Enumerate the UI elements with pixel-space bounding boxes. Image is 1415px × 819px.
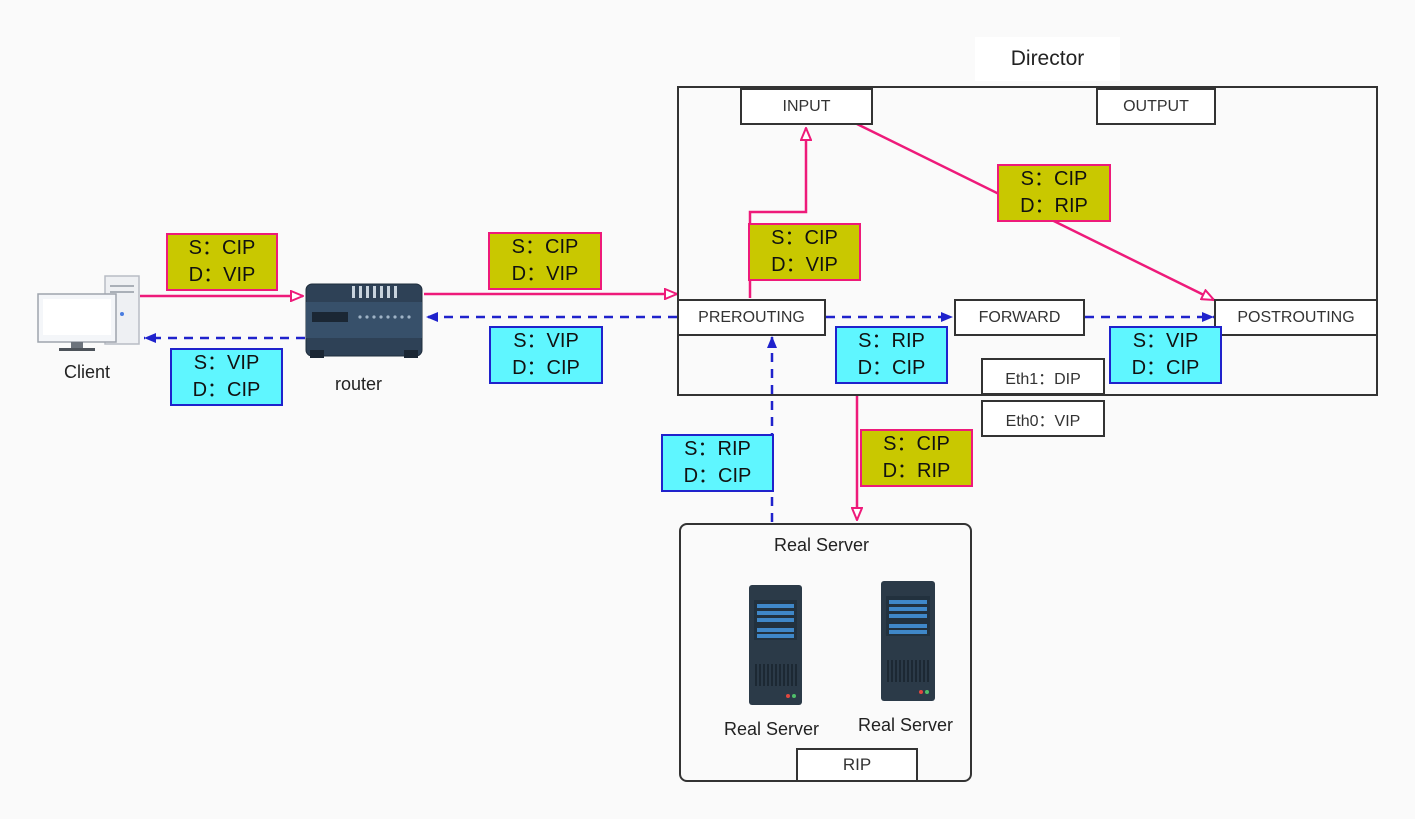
packet-prerouting-to-input: S：CIP D：VIP <box>748 223 861 281</box>
real-server-1-label: Real Server <box>724 719 820 739</box>
packet-input-to-postrouting: S：CIP D：RIP <box>997 164 1111 222</box>
director-title: Director <box>975 37 1120 81</box>
packet-dst: D：VIP <box>511 263 579 285</box>
packet-director-to-router: S：VIP D：CIP <box>489 326 603 384</box>
rip-label: RIP <box>796 748 918 782</box>
packet-client-to-router: S：CIP D：VIP <box>166 233 278 291</box>
router-device <box>304 282 424 360</box>
packet-src: S：VIP <box>513 330 579 352</box>
real-server-group-label: Real Server <box>774 535 870 555</box>
packet-realserver-to-director: S：RIP D：CIP <box>661 434 774 492</box>
client-computer <box>35 274 145 354</box>
packet-src: S：RIP <box>858 330 925 352</box>
chain-forward: FORWARD <box>954 299 1085 336</box>
packet-dst: D：CIP <box>192 379 261 401</box>
packet-dst: D：VIP <box>188 264 256 286</box>
router-icon <box>305 283 423 358</box>
packet-src: S：VIP <box>193 352 260 374</box>
packet-src: S：CIP <box>771 227 838 249</box>
packet-src: S：CIP <box>1020 168 1088 190</box>
packet-prerouting-to-forward: S：RIP D：CIP <box>835 326 948 384</box>
packet-src: S：CIP <box>883 433 950 455</box>
client-label: Client <box>64 362 111 382</box>
packet-dst: D：VIP <box>771 254 838 276</box>
packet-dst: D：RIP <box>1020 195 1088 217</box>
chain-prerouting: PREROUTING <box>677 299 826 336</box>
packet-dst: D：CIP <box>683 465 752 487</box>
packet-dst: D：RIP <box>882 460 951 482</box>
packet-dst: D：CIP <box>1131 357 1200 379</box>
packet-router-to-client: S：VIP D：CIP <box>170 348 283 406</box>
interface-eth0: Eth0：VIP <box>981 400 1105 437</box>
packet-director-to-realserver: S：CIP D：RIP <box>860 429 973 487</box>
packet-src: S：VIP <box>1132 330 1199 352</box>
director-title-text: Director <box>1010 47 1085 70</box>
interface-eth1: Eth1：DIP <box>981 358 1105 395</box>
packet-src: S：CIP <box>188 237 256 259</box>
real-server-1 <box>748 584 803 706</box>
packet-router-to-director: S：CIP D：VIP <box>488 232 602 290</box>
chain-postrouting: POSTROUTING <box>1214 299 1378 336</box>
real-server-2 <box>880 580 936 702</box>
director-box <box>677 86 1378 396</box>
server-icon <box>881 581 935 701</box>
router-label: router <box>335 374 383 394</box>
server-icon <box>749 585 802 705</box>
chain-input: INPUT <box>740 88 873 125</box>
packet-dst: D：CIP <box>857 357 926 379</box>
packet-src: S：RIP <box>684 438 751 460</box>
packet-forward-to-postrouting: S：VIP D：CIP <box>1109 326 1222 384</box>
real-server-2-label: Real Server <box>858 715 954 735</box>
packet-dst: D：CIP <box>512 357 580 379</box>
packet-src: S：CIP <box>511 236 579 258</box>
chain-output: OUTPUT <box>1096 88 1216 125</box>
computer-icon <box>37 275 140 351</box>
